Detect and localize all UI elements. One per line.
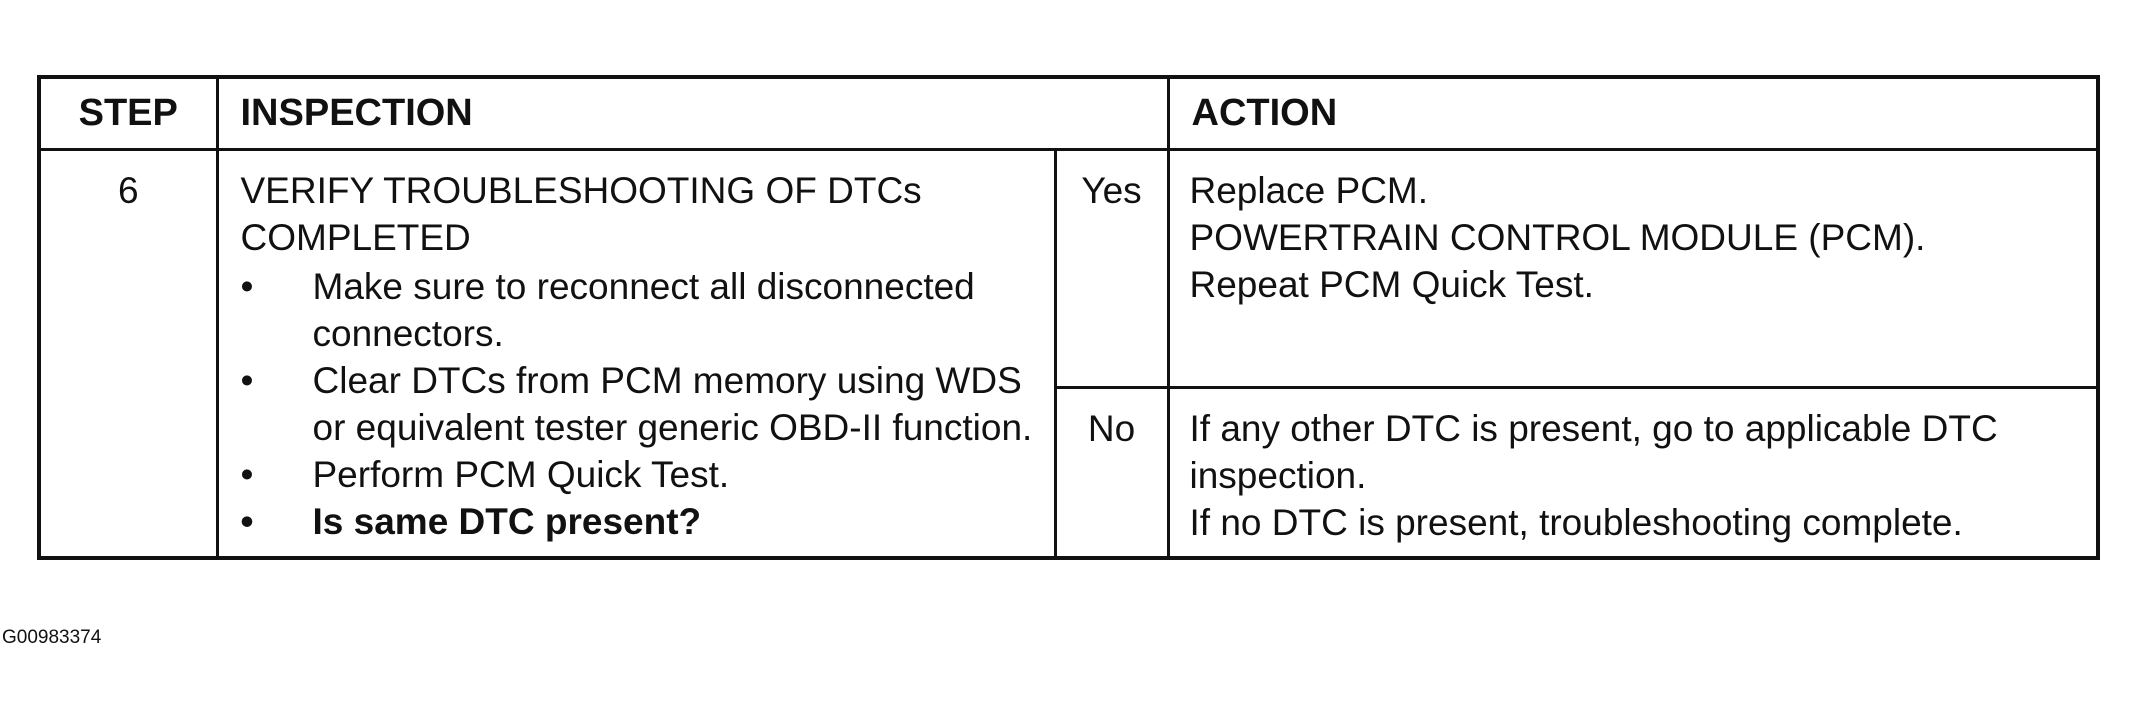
table-row: No If any other DTC is present, go to ap…: [39, 386, 2100, 560]
header-row: STEP INSPECTION ACTION: [37, 75, 2100, 151]
action-line: Repeat PCM Quick Test.: [1189, 264, 1594, 305]
action-line: If any other DTC is present, go to appli…: [1189, 408, 1998, 496]
figure-id: G00983374: [2, 627, 102, 648]
step-number: 6: [37, 148, 219, 560]
action-yes: Replace PCM. POWERTRAIN CONTROL MODULE (…: [1166, 148, 2100, 389]
action-line: POWERTRAIN CONTROL MODULE (PCM).: [1189, 217, 1926, 258]
inspection-header: INSPECTION: [215, 75, 1170, 151]
inspection-question-text: Is same DTC present?: [312, 501, 702, 542]
inspection-step: • Perform PCM Quick Test.: [241, 451, 1034, 498]
inspection-step: • Clear DTCs from PCM memory using WDS o…: [241, 357, 1034, 451]
answer-yes: Yes: [1053, 148, 1170, 389]
diagnostic-table: STEP INSPECTION ACTION 6 VERIFY TROUBLES…: [37, 75, 2100, 560]
action-line: Replace PCM.: [1189, 170, 1429, 211]
inspection-step: • Make sure to reconnect all disconnecte…: [241, 263, 1034, 357]
inspection-question: • Is same DTC present?: [241, 498, 1034, 545]
bullet-icon: •: [240, 266, 254, 307]
action-line: If no DTC is present, troubleshooting co…: [1189, 502, 1963, 543]
action-header: ACTION: [1166, 75, 2100, 151]
table-row: 6 VERIFY TROUBLESHOOTING OF DTCs COMPLET…: [37, 148, 2100, 560]
inspection-step-text: Make sure to reconnect all disconnected …: [312, 266, 975, 354]
bullet-icon: •: [240, 360, 254, 401]
bullet-icon: •: [240, 501, 254, 542]
inspection-step-text: Clear DTCs from PCM memory using WDS or …: [312, 360, 1033, 448]
inspection-title: VERIFY TROUBLESHOOTING OF DTCs COMPLETED: [240, 170, 922, 258]
inspection-steps: • Make sure to reconnect all disconnecte…: [241, 263, 1034, 545]
step-header: STEP: [37, 75, 219, 151]
bullet-icon: •: [240, 454, 254, 495]
inspection-step-text: Perform PCM Quick Test.: [312, 454, 730, 495]
action-no: If any other DTC is present, go to appli…: [1166, 386, 2100, 560]
answer-no: No: [1053, 386, 1170, 560]
inspection-cell: VERIFY TROUBLESHOOTING OF DTCs COMPLETED…: [215, 148, 1057, 560]
